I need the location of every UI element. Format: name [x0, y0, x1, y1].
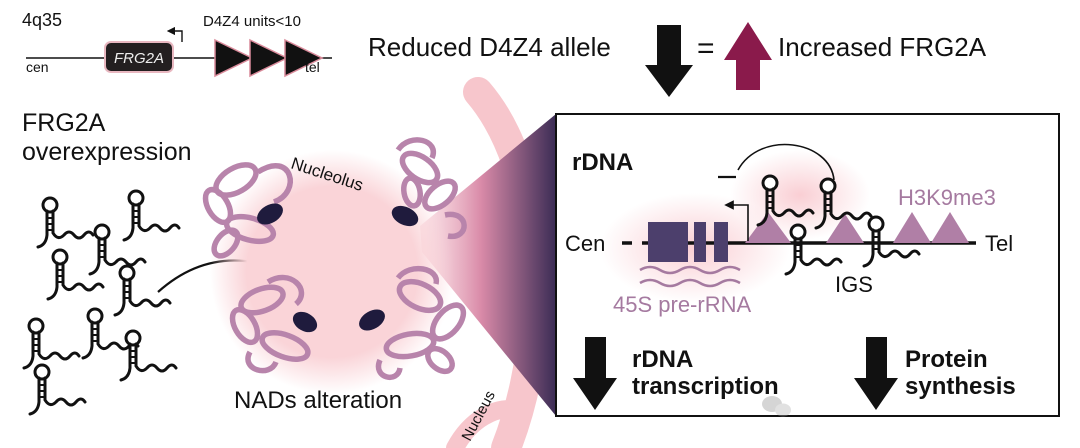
effect1-line1: rDNA — [632, 346, 693, 373]
igs-label: IGS — [835, 272, 873, 297]
frg2a-gene-box — [104, 41, 174, 73]
equals-sign: = — [697, 32, 715, 65]
h3k9me3-mark — [745, 212, 791, 243]
h3k9me3-mark — [893, 212, 931, 243]
pre-rrna-transcript — [639, 265, 741, 275]
d4z4-repeat — [214, 38, 254, 78]
nad-marker — [292, 311, 318, 333]
cause-text: Reduced D4Z4 allele — [368, 32, 611, 62]
d4z4-units-label: D4Z4 units<10 — [203, 13, 301, 30]
inhibition-arc — [737, 143, 835, 181]
nad-marker — [359, 309, 385, 331]
hairpin-rna-icon — [113, 264, 172, 317]
effect-text: Increased FRG2A — [778, 32, 987, 62]
overexpression-line1: FRG2A — [22, 109, 106, 137]
nad-marker — [391, 205, 419, 227]
effect1-line2: transcription — [632, 373, 779, 400]
rdna-title: rDNA — [572, 149, 633, 176]
hairpin-rna-icon — [22, 317, 81, 370]
tss-arrow-icon — [166, 26, 183, 42]
rdna-gene-block — [714, 222, 728, 262]
hairpin-rna-icon — [119, 329, 178, 382]
rdna-gene-block — [648, 222, 688, 262]
tel-label: tel — [305, 59, 320, 75]
promoter-arrow-icon — [724, 200, 749, 241]
cen-label: cen — [26, 59, 49, 75]
h3k9me3-label: H3K9me3 — [898, 185, 996, 210]
nad-marker — [257, 203, 283, 225]
down-arrow-icon — [645, 25, 693, 97]
chromatin-cluster-bottom-left — [229, 274, 318, 374]
chromatin-cluster-bottom-right — [359, 265, 467, 380]
rdna-panel: rDNA Cen Tel 45S pre-rRNA H3K9me3 IGS rD… — [555, 113, 1060, 417]
nads-caption: NADs alteration — [234, 387, 402, 414]
d4z4-repeat — [284, 38, 324, 78]
down-arrow-icon — [854, 337, 898, 410]
band-label: 4q35 — [22, 10, 62, 30]
down-arrow-icon — [573, 337, 617, 410]
h3k9me3-mark — [826, 214, 864, 243]
watermark-logo-icon — [762, 396, 791, 417]
nuclear-envelope — [446, 400, 529, 448]
cen-label: Cen — [565, 231, 605, 256]
up-arrow-icon — [724, 22, 772, 90]
pre-rrna-label: 45S pre-rRNA — [613, 292, 751, 317]
tel-label: Tel — [985, 231, 1013, 256]
effect2-line2: synthesis — [905, 373, 1016, 400]
headline: Reduced D4Z4 allele = Increased FRG2A — [368, 22, 987, 97]
nucleus-region: Nucleolus NADs alteration Nucleus — [202, 77, 556, 448]
rdna-gene-block — [694, 222, 706, 262]
overexpression-line2: overexpression — [22, 138, 192, 166]
locus-schematic: 4q35 D4Z4 units<10 FRG2A cen tel — [22, 10, 332, 78]
hairpin-rna-icon — [36, 196, 95, 249]
gene-label: FRG2A — [114, 50, 164, 67]
hairpin-rna-icon — [28, 363, 87, 416]
d4z4-repeat — [249, 38, 289, 78]
effect2-line1: Protein — [905, 346, 988, 373]
pre-rrna-transcript — [639, 278, 741, 288]
hairpin-rna-icon — [46, 248, 105, 301]
chromatin-cluster-top-right — [391, 137, 467, 239]
hairpin-rna-icon — [122, 189, 181, 242]
hairpin-rna-icon — [88, 223, 147, 276]
zoom-cone — [420, 114, 556, 416]
h3k9me3-mark — [931, 212, 969, 243]
chromatin-cluster-top-left — [202, 162, 293, 259]
